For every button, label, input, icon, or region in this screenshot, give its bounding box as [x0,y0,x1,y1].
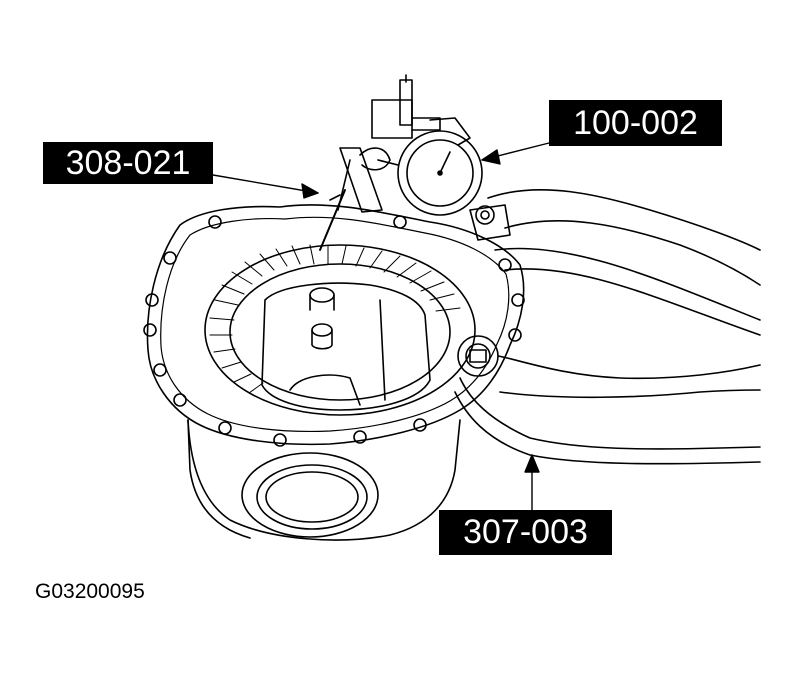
housing-flange [143,204,525,447]
housing-body [187,419,461,541]
callout-100-002: 100-002 [549,100,722,146]
arrowhead-100-002 [481,149,501,165]
callout-308-021: 308-021 [43,142,213,184]
magnetic-base [469,204,511,241]
arrowhead-307-003 [524,454,540,473]
callout-307-003: 307-003 [439,510,612,555]
figure-id-label: G03200095 [35,580,145,603]
ring-gear [204,244,476,416]
leader-arrows [212,142,550,511]
arrowhead-308-021 [301,183,319,199]
dial-indicator [371,74,483,216]
axle-tube-opening [241,452,379,538]
indicator-probe [319,147,391,251]
leader-308-021 [212,174,319,194]
differential-case [261,282,431,411]
holding-fixture [454,189,761,465]
